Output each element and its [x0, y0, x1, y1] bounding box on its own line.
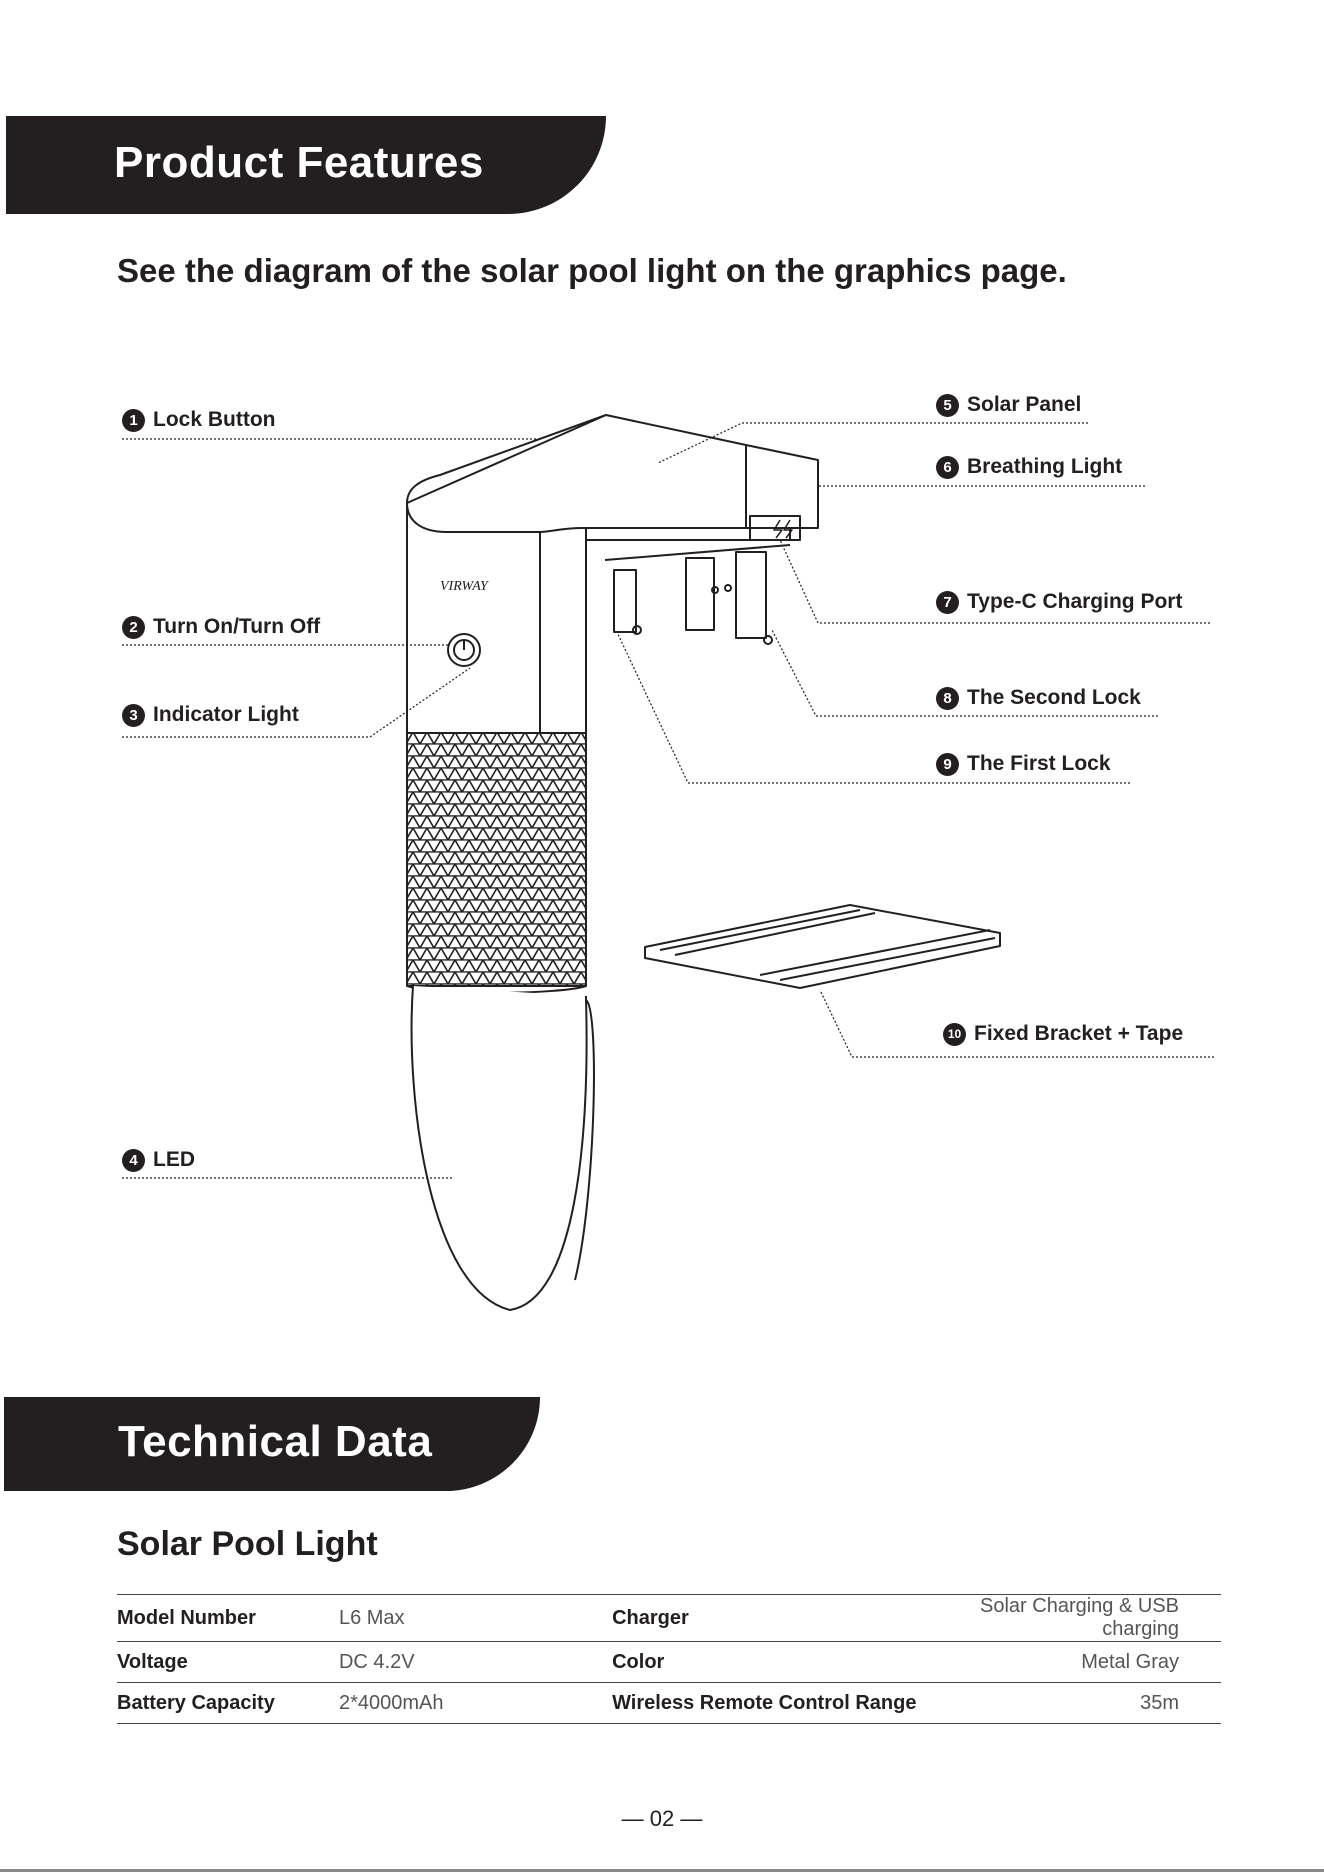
callout-label: Indicator Light [153, 703, 299, 726]
spec-value: Solar Charging & USB charging [916, 1594, 1221, 1642]
diagram-subtitle: See the diagram of the solar pool light … [117, 252, 1067, 289]
callout-label: Breathing Light [967, 455, 1123, 478]
spec-value: 2*4000mAh [338, 1682, 613, 1724]
spec-key: Model Number [117, 1594, 339, 1642]
callout-number: 2 [122, 615, 145, 639]
callout-solar-panel: 5 Solar Panel [936, 393, 1081, 417]
callout-second-lock: 8 The Second Lock [936, 686, 1141, 710]
callout-lock-button: 1 Lock Button [122, 408, 275, 432]
callout-label: Type-C Charging Port [967, 590, 1183, 613]
mounting-arm [586, 528, 791, 541]
callout-first-lock: 9 The First Lock [936, 752, 1111, 776]
spec-value: L6 Max [338, 1594, 613, 1642]
callout-number: 1 [122, 408, 145, 432]
table-row: Model Number L6 Max Charger Solar Chargi… [117, 1594, 1221, 1642]
mesh-grille [406, 732, 587, 987]
callout-number: 10 [943, 1022, 966, 1046]
callout-label: Fixed Bracket + Tape [974, 1022, 1184, 1045]
callout-number: 9 [936, 752, 959, 776]
callout-label: LED [153, 1148, 195, 1171]
callout-fixed-bracket: 10 Fixed Bracket + Tape [943, 1022, 1183, 1046]
callout-label: Lock Button [153, 408, 276, 431]
callout-led: 4 LED [122, 1148, 195, 1172]
second-lock-clip [685, 557, 715, 631]
light-head [406, 414, 819, 533]
callout-label: Solar Panel [967, 393, 1082, 416]
callout-label: Turn On/Turn Off [153, 615, 321, 638]
spec-table: Model Number L6 Max Charger Solar Chargi… [117, 1594, 1221, 1724]
spec-key: Color [612, 1641, 917, 1683]
fixed-bracket [644, 904, 1001, 989]
callout-type-c-port: 7 Type-C Charging Port [936, 590, 1182, 614]
head-top-face [406, 414, 607, 504]
callout-label: The Second Lock [967, 686, 1141, 709]
callout-number: 7 [936, 590, 959, 614]
technical-data-banner: Technical Data [4, 1397, 540, 1491]
callout-turn-on-off: 2 Turn On/Turn Off [122, 615, 320, 639]
table-row: Battery Capacity 2*4000mAh Wireless Remo… [117, 1682, 1221, 1724]
page-number: — 02 — [621, 1806, 703, 1831]
callout-number: 8 [936, 686, 959, 710]
type-c-port [749, 515, 801, 541]
spec-section-title: Solar Pool Light [117, 1525, 378, 1563]
spec-value: 35m [916, 1682, 1221, 1724]
callout-number: 5 [936, 393, 959, 417]
spec-key: Voltage [117, 1641, 339, 1683]
technical-data-title: Technical Data [118, 1417, 433, 1466]
callout-breathing-light: 6 Breathing Light [936, 455, 1122, 479]
table-row: Voltage DC 4.2V Color Metal Gray [117, 1641, 1221, 1683]
spec-key: Wireless Remote Control Range [612, 1682, 917, 1724]
power-button [447, 633, 481, 667]
light-body [406, 503, 587, 734]
callout-label: The First Lock [967, 752, 1111, 775]
callout-number: 6 [936, 455, 959, 479]
callout-number: 4 [122, 1148, 145, 1172]
spec-key: Battery Capacity [117, 1682, 339, 1724]
bottom-rule [0, 1869, 1324, 1872]
first-lock-clip [613, 569, 637, 633]
spec-key: Charger [612, 1594, 917, 1642]
product-features-banner: Product Features [6, 116, 606, 214]
brand-logo: VIRWAY [440, 579, 490, 594]
callout-indicator-light: 3 Indicator Light [122, 703, 299, 727]
led-lens [410, 985, 588, 1311]
spec-value: DC 4.2V [338, 1641, 613, 1683]
callout-number: 3 [122, 703, 145, 727]
product-features-title: Product Features [114, 138, 484, 187]
spec-value: Metal Gray [916, 1641, 1221, 1683]
